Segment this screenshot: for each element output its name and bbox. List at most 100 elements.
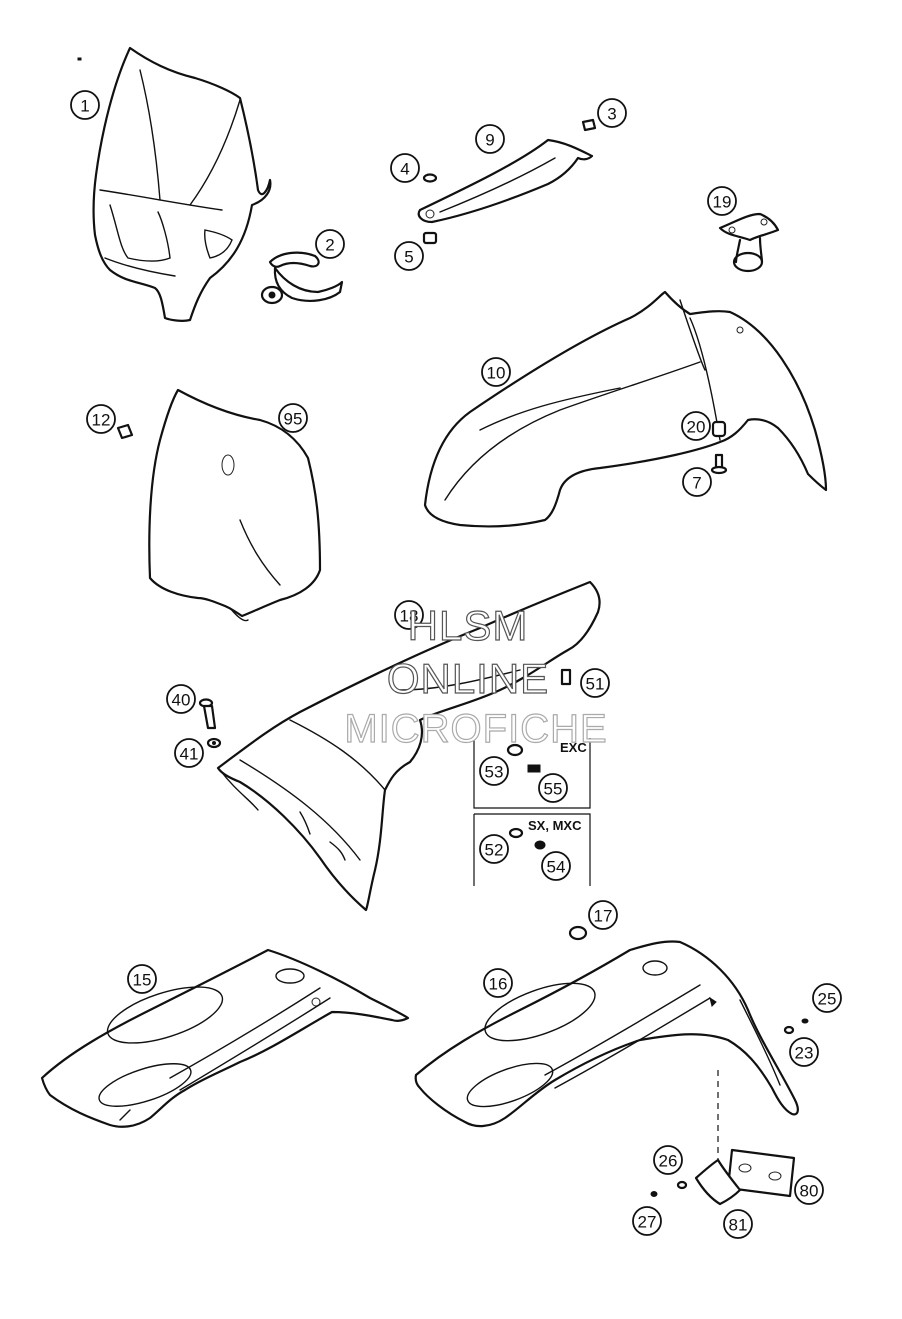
callout-circle: [479, 756, 509, 786]
callout-circle: [541, 851, 571, 881]
callout-circle: [632, 1206, 662, 1236]
callout-circle: [127, 964, 157, 994]
callout-number: 4: [400, 160, 409, 179]
callout-circle: [597, 98, 627, 128]
callout-number: 7: [692, 474, 701, 493]
callout-number: 19: [713, 193, 732, 212]
callout-51: 51: [580, 668, 610, 698]
callout-number: 55: [544, 780, 563, 799]
variant-box-sx-mxc: SX, MXC: [473, 813, 591, 886]
callout-circle: [278, 403, 308, 433]
callout-number: 3: [607, 105, 616, 124]
callout-circle: [394, 241, 424, 271]
callout-27: 27: [632, 1206, 662, 1236]
callout-circle: [812, 983, 842, 1013]
callout-number: 25: [818, 990, 837, 1009]
watermark-line-2: ONLINE: [387, 655, 549, 702]
watermark-line-3: MICROFICHE: [344, 707, 607, 751]
callout-circle: [390, 153, 420, 183]
callout-number: 2: [325, 236, 334, 255]
callout-52: 52: [479, 834, 509, 864]
callout-number: 15: [133, 971, 152, 990]
callout-circle: [481, 357, 511, 387]
callout-40: 40: [166, 684, 196, 714]
callout-number: 54: [547, 858, 566, 877]
callout-number: 41: [180, 745, 199, 764]
callout-16: 16: [483, 968, 513, 998]
callout-circle: [315, 229, 345, 259]
rear-fender-part: [216, 580, 601, 912]
callout-81: 81: [723, 1209, 753, 1239]
callout-number: 80: [800, 1182, 819, 1201]
watermark-line-1: HLSM: [408, 602, 529, 649]
number-plate-part: [148, 388, 322, 622]
variant-label-sx-mxc: SX, MXC: [528, 818, 582, 833]
fender-bracket-part: [417, 138, 594, 224]
callout-number: 27: [638, 1213, 657, 1232]
variant-label-exc: EXC: [560, 740, 587, 755]
callout-circle: [70, 90, 100, 120]
callout-number: 23: [795, 1044, 814, 1063]
callout-number: 52: [485, 841, 504, 860]
callout-number: 18: [400, 607, 419, 626]
callout-circle: [166, 684, 196, 714]
callout-4: 4: [390, 153, 420, 183]
callout-7: 7: [682, 467, 712, 497]
callout-number: 16: [489, 975, 508, 994]
callout-circle: [588, 900, 618, 930]
callout-circle: [789, 1037, 819, 1067]
front-fender-part: [423, 290, 828, 528]
callout-95: 95: [278, 403, 308, 433]
headlight-mask-part: [77, 46, 272, 322]
variant-box-exc: EXC: [473, 738, 591, 809]
hardware-parts: [116, 118, 809, 1197]
callout-circle: [538, 773, 568, 803]
callout-number: 81: [729, 1216, 748, 1235]
callout-circle: [794, 1175, 824, 1205]
callout-26: 26: [653, 1145, 683, 1175]
mounting-bracket-part: [718, 212, 780, 273]
callout-18: 18: [394, 600, 424, 630]
callout-5: 5: [394, 241, 424, 271]
callout-number: 5: [404, 248, 413, 267]
callout-80: 80: [794, 1175, 824, 1205]
callout-41: 41: [174, 738, 204, 768]
callout-circle: [723, 1209, 753, 1239]
callout-12: 12: [86, 404, 116, 434]
callout-19: 19: [707, 186, 737, 216]
callout-circle: [580, 668, 610, 698]
callout-55: 55: [538, 773, 568, 803]
callout-23: 23: [789, 1037, 819, 1067]
callout-circle: [475, 124, 505, 154]
callout-25: 25: [812, 983, 842, 1013]
callout-number: 12: [92, 411, 111, 430]
callout-number: 40: [172, 691, 191, 710]
callout-3: 3: [597, 98, 627, 128]
license-plate-holder-part: [694, 1070, 796, 1206]
callout-circle: [479, 834, 509, 864]
callout-number: 17: [594, 907, 613, 926]
callout-circle: [681, 411, 711, 441]
callout-circle: [682, 467, 712, 497]
callout-number: 20: [687, 418, 706, 437]
callout-circle: [394, 600, 424, 630]
callout-number: 10: [487, 364, 506, 383]
fender-variant-16-part: [414, 940, 799, 1128]
callout-number: 26: [659, 1152, 678, 1171]
callout-53: 53: [479, 756, 509, 786]
callout-circle: [707, 186, 737, 216]
callout-number: 9: [485, 131, 494, 150]
watermark: HLSM ONLINE MICROFICHE: [344, 601, 608, 751]
callout-circle: [86, 404, 116, 434]
callout-number: 95: [284, 410, 303, 429]
callout-number: 51: [586, 675, 605, 694]
callout-2: 2: [315, 229, 345, 259]
headlight-clamp-part: [260, 251, 344, 305]
callout-10: 10: [481, 357, 511, 387]
callout-circle: [653, 1145, 683, 1175]
callout-17: 17: [588, 900, 618, 930]
callout-circle: [174, 738, 204, 768]
callout-number: 1: [80, 97, 89, 116]
